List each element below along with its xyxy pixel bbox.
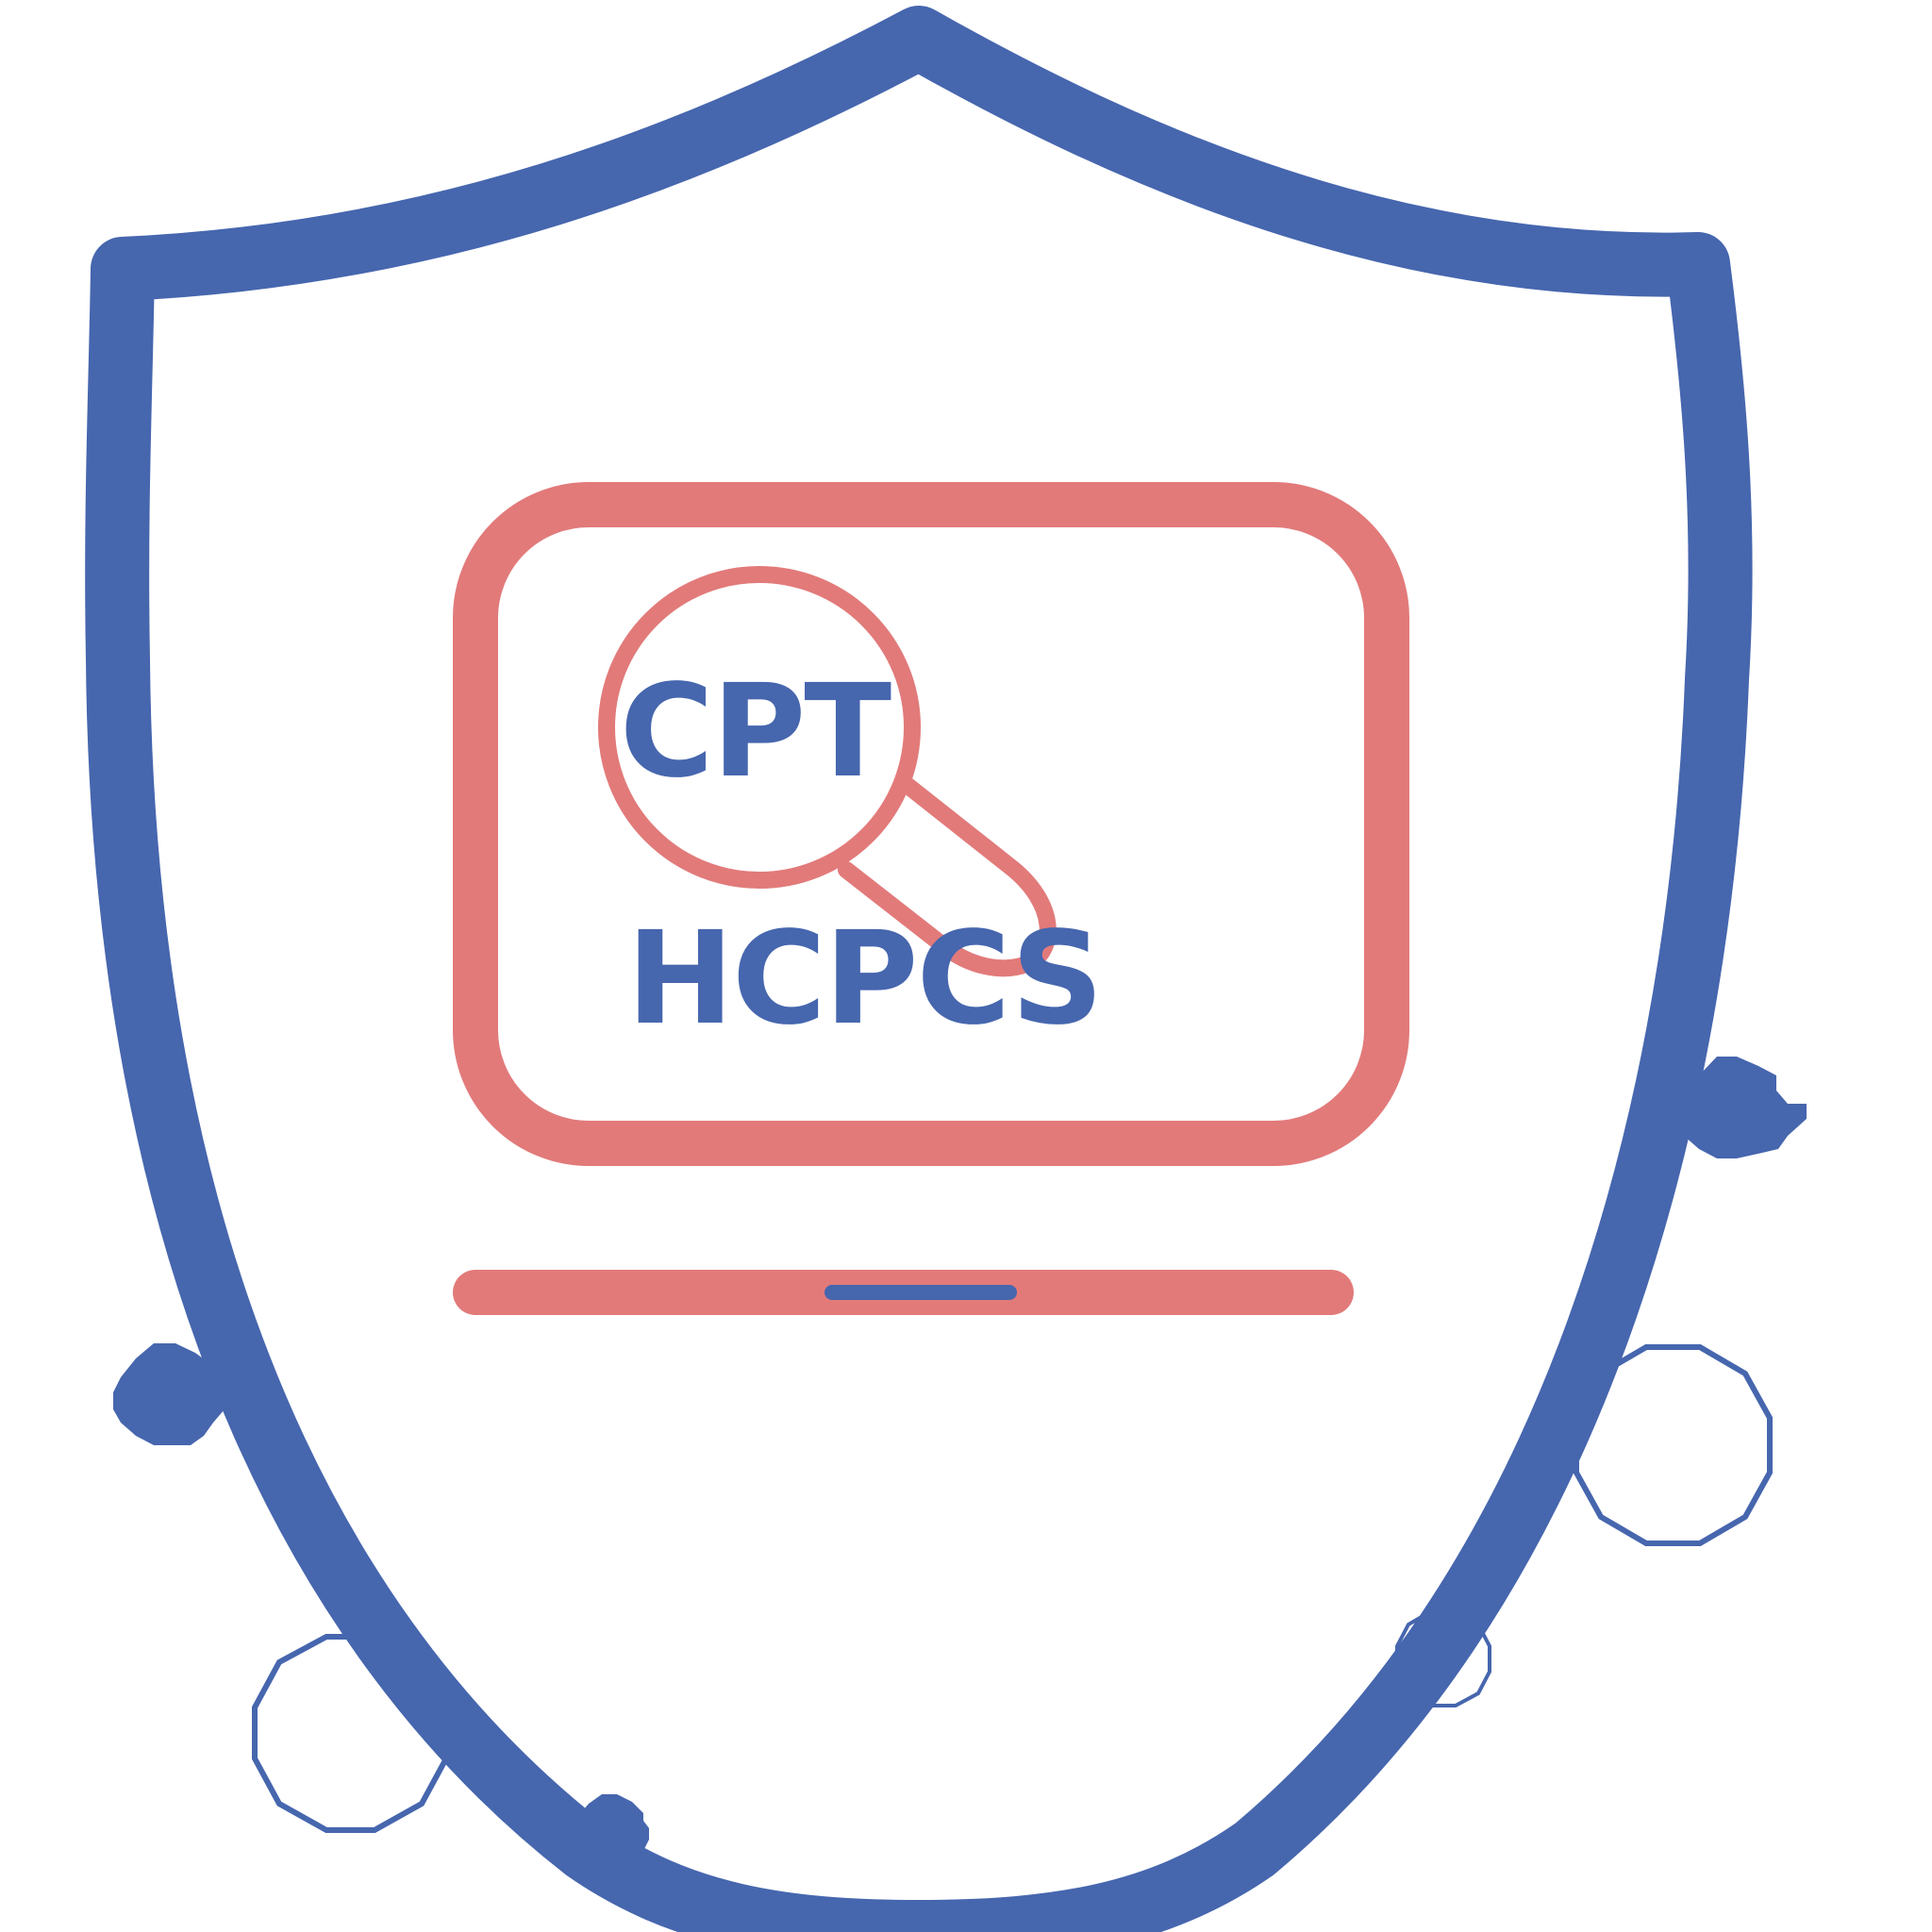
gear-icon-outline-right-large [1574, 1344, 1773, 1546]
gear-icon-filled-left [113, 1343, 225, 1445]
cpt-label: CPT [620, 658, 891, 807]
shield-outline [85, 6, 1753, 1932]
laptop-screen [453, 482, 1409, 1166]
gear-icon-outline-right-small [1395, 1609, 1491, 1707]
laptop-icon [453, 482, 1409, 1315]
laptop-trackpad-notch [824, 1285, 1017, 1300]
magnifier-lens [598, 566, 921, 889]
gear-icon-filled-right [1677, 1057, 1807, 1158]
magnifying-glass-icon [598, 566, 1057, 977]
gear-icon [1677, 1057, 1807, 1158]
magnifier-handle [838, 775, 1057, 977]
gear-icon [1574, 1344, 1773, 1546]
gear-icon [572, 1794, 649, 1868]
gear-icon [113, 1343, 225, 1445]
shield-icon [85, 6, 1753, 1932]
gear-icon [252, 1634, 449, 1833]
hcpcs-label: HCPCS [626, 905, 1102, 1054]
gear-icon-filled-bottom [572, 1794, 649, 1868]
gear-icon-outline-left-large [252, 1634, 449, 1833]
gear-icon [1395, 1609, 1491, 1707]
